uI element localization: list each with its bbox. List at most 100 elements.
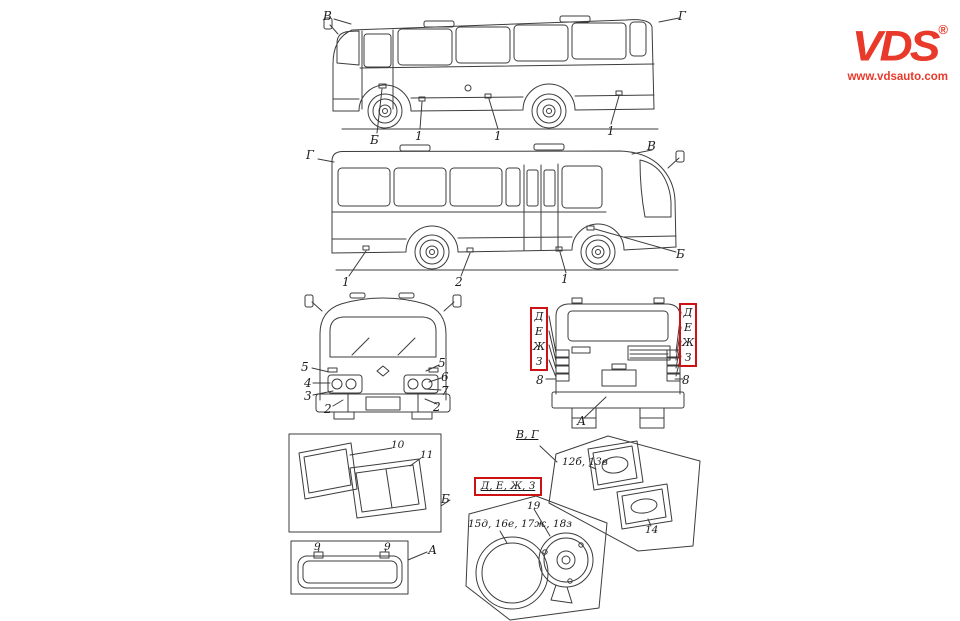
- bus-rear-view: [545, 297, 685, 429]
- roof-marker-lamp: [571, 297, 583, 304]
- detail-b-label: Б: [441, 492, 450, 506]
- lamp-label-z-right: З: [684, 351, 692, 364]
- callout-8-left: 8: [536, 373, 544, 387]
- mirror: [304, 294, 314, 308]
- callout-b-view1: Б: [370, 133, 379, 147]
- detail-border: [548, 435, 701, 552]
- side-marker-lamp: [484, 93, 492, 99]
- side-marker-lamp: [555, 246, 563, 252]
- callout-11: 11: [420, 449, 434, 461]
- bus-front-view: [304, 292, 462, 420]
- bus-side-view-right: [323, 15, 680, 134]
- callout-9a: 9: [314, 541, 321, 553]
- license-plate: [365, 396, 401, 411]
- lamp-label-d-right: Д: [683, 306, 693, 319]
- callout-v-view2: В: [647, 139, 656, 153]
- callout-g-view1: Г: [678, 9, 686, 23]
- detail-dezh-title-highlight: Д, Е, Ж, З: [474, 477, 542, 496]
- mirror: [675, 150, 685, 163]
- lamp-label-d-left: Д: [534, 310, 544, 323]
- callout-1a-view1: 1: [415, 129, 423, 143]
- side-marker-lamp: [466, 247, 474, 253]
- front-wheel: [367, 93, 403, 129]
- side-marker-lamp: [362, 245, 370, 251]
- callout-a-rear: А: [577, 414, 587, 428]
- vds-logo-text: VDS: [851, 22, 941, 70]
- detail-dezh-fog-lamp: [465, 495, 608, 621]
- rear-bumper: [551, 391, 685, 409]
- callout-5-left: 5: [301, 360, 309, 374]
- callout-9b: 9: [384, 541, 391, 553]
- windscreen: [639, 159, 672, 218]
- rear-lamp-labels-left-highlight: Д Е Ж З: [530, 307, 548, 371]
- roof-hatch: [399, 144, 431, 152]
- callout-v-view1: В: [323, 9, 332, 23]
- roof-hatch: [423, 20, 455, 28]
- callout-5-right: 5: [438, 356, 446, 370]
- callout-7: 7: [441, 384, 449, 398]
- callout-b-view2: Б: [676, 247, 685, 261]
- detail-b-lamp-housings: [288, 433, 451, 533]
- windscreen: [336, 30, 360, 66]
- callout-12b-13v: 12б, 13в: [562, 456, 608, 468]
- lamp-label-zh-right: Ж: [681, 336, 695, 349]
- callout-1a-view2: 1: [342, 275, 350, 289]
- callout-3: 3: [304, 389, 312, 403]
- license-plate: [601, 369, 637, 387]
- side-marker-lamp: [615, 90, 623, 96]
- rear-window: [567, 310, 669, 342]
- tail-lamp-cluster-left: [555, 349, 570, 382]
- side-repeater-lamp: [586, 225, 595, 231]
- vds-logo: VDS® www.vdsauto.com: [814, 22, 948, 83]
- side-repeater-lamp: [378, 83, 387, 89]
- detail-border: [288, 433, 442, 533]
- rear-wheel: [531, 93, 567, 129]
- front-marker-lamp: [327, 367, 338, 373]
- emblem: [376, 365, 390, 377]
- callout-6: 6: [441, 370, 449, 384]
- callout-2-view2: 2: [455, 275, 463, 289]
- callout-10: 10: [391, 439, 405, 451]
- callout-8-right: 8: [682, 373, 690, 387]
- detail-vg-marker-lamps: [539, 435, 701, 552]
- front-wheel: [580, 234, 616, 270]
- callout-1c-view1: 1: [607, 124, 615, 138]
- lamp-label-z-left: З: [535, 355, 543, 368]
- website-link[interactable]: www.vdsauto.com: [847, 71, 948, 83]
- lamp-label-e-left: Е: [534, 325, 544, 338]
- callout-2-right: 2: [433, 400, 441, 414]
- headlamp-cluster-left: [327, 374, 363, 394]
- roof-hatch: [559, 15, 591, 23]
- lamp-label-e-right: Е: [683, 321, 693, 334]
- bus-side-view-left: [317, 143, 685, 277]
- lamp-label-zh-left: Ж: [532, 340, 546, 353]
- roof-hatch: [533, 143, 565, 151]
- callout-2-left: 2: [324, 402, 332, 416]
- callout-15-18: 15д, 16е, 17ж, 18з: [468, 518, 573, 530]
- callout-14: 14: [645, 524, 659, 536]
- detail-a-plate-lamp: [290, 540, 428, 595]
- mirror: [452, 294, 462, 308]
- front-bumper: [315, 393, 451, 413]
- detail-border: [465, 495, 608, 621]
- side-marker-lamp: [418, 96, 426, 102]
- detail-dezh-title: Д, Е, Ж, З: [480, 480, 536, 493]
- registered-mark: ®: [938, 22, 948, 37]
- callout-g-view2: Г: [306, 148, 314, 162]
- engine-grille: [627, 345, 671, 361]
- rear-wheel: [414, 234, 450, 270]
- headlamp-cluster-right: [403, 374, 439, 394]
- vds-logo-row: VDS®: [814, 22, 948, 69]
- callout-4: 4: [304, 376, 312, 390]
- callout-19: 19: [527, 500, 541, 512]
- rear-lamp-labels-right-highlight: Д Е Ж З: [679, 303, 697, 367]
- detail-vg-title: В, Г: [516, 428, 539, 441]
- callout-1b-view2: 1: [561, 272, 569, 286]
- detail-a-label: А: [428, 543, 438, 557]
- roof-marker-lamp: [653, 297, 665, 304]
- callout-1b-view1: 1: [494, 129, 502, 143]
- detail-border: [290, 540, 409, 595]
- windscreen: [329, 316, 437, 358]
